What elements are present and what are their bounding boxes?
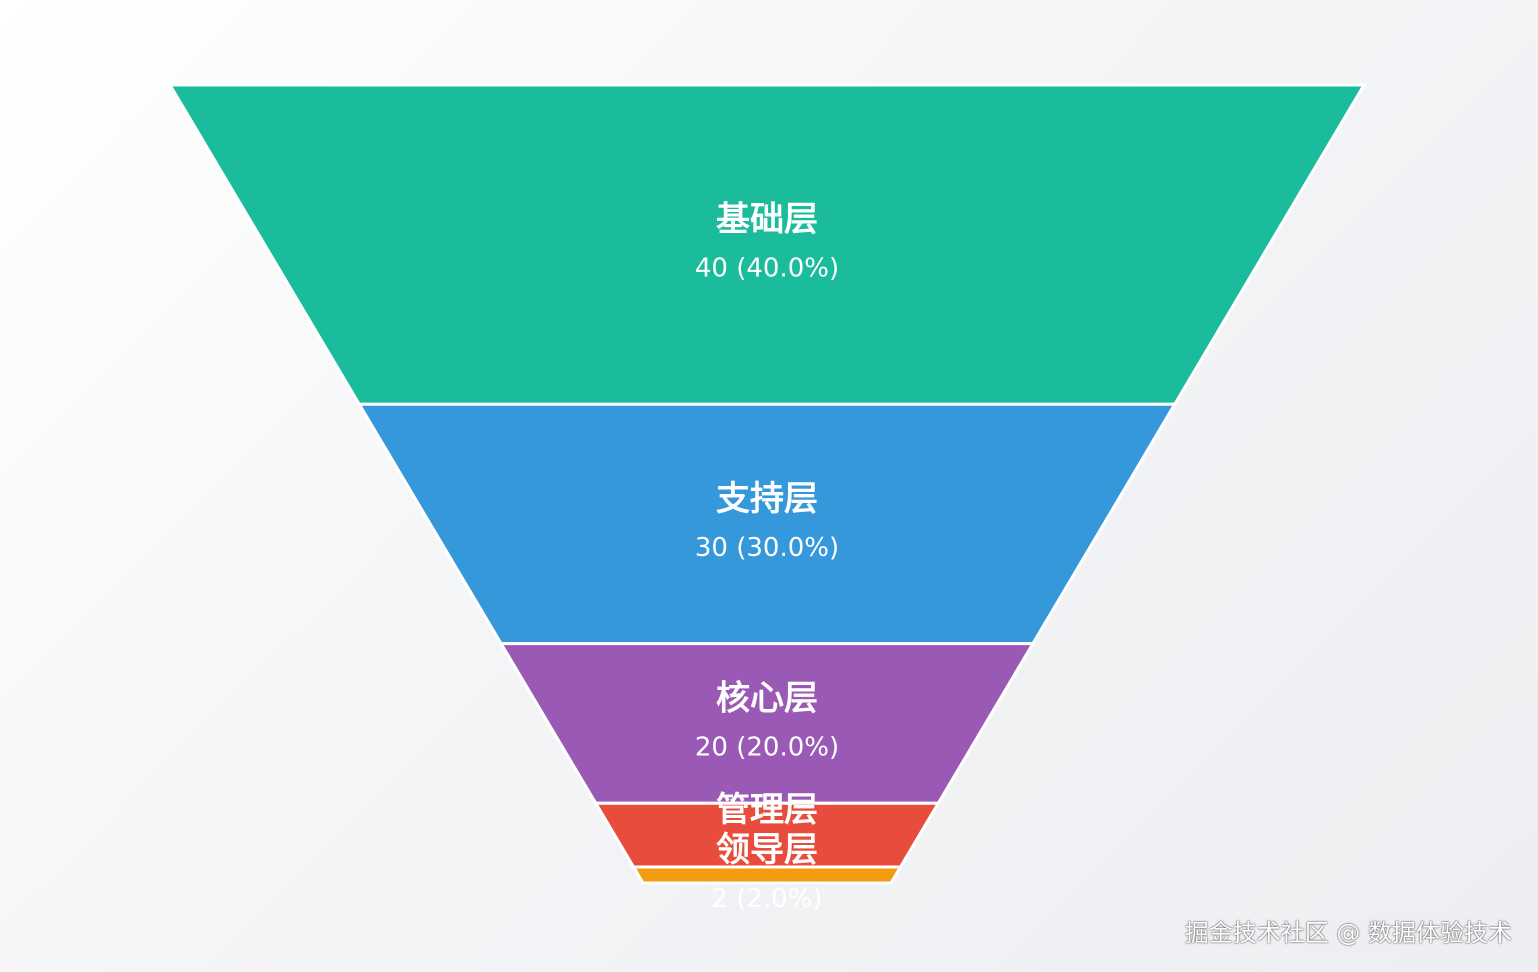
funnel-segment-5: [630, 865, 904, 885]
funnel-segment-value: 2 (2.0%): [711, 884, 822, 914]
funnel-segment-3: [498, 642, 1036, 805]
funnel-segment-value: 20 (20.0%): [695, 732, 839, 762]
funnel-segment-2: [356, 402, 1178, 646]
funnel-segment-label: 基础层: [716, 200, 818, 240]
funnel-segment-value: 30 (30.0%): [695, 533, 839, 563]
funnel-segment-label: 管理层: [716, 790, 818, 830]
funnel-segment-label: 核心层: [716, 678, 818, 718]
funnel-labels: 基础层 40 (40.0%) 支持层 30 (30.0%) 核心层 20 (20.0%) 管…: [695, 200, 839, 914]
watermark-text: 掘金技术社区 @ 数据体验技术: [1184, 919, 1512, 947]
funnel-segment-label: 领导层: [716, 830, 818, 870]
funnel-segment-label: 支持层: [716, 479, 818, 519]
funnel-segment-1: [167, 83, 1367, 406]
funnel-segments: [167, 83, 1367, 885]
funnel-segment-value: 40 (40.0%): [695, 254, 839, 284]
